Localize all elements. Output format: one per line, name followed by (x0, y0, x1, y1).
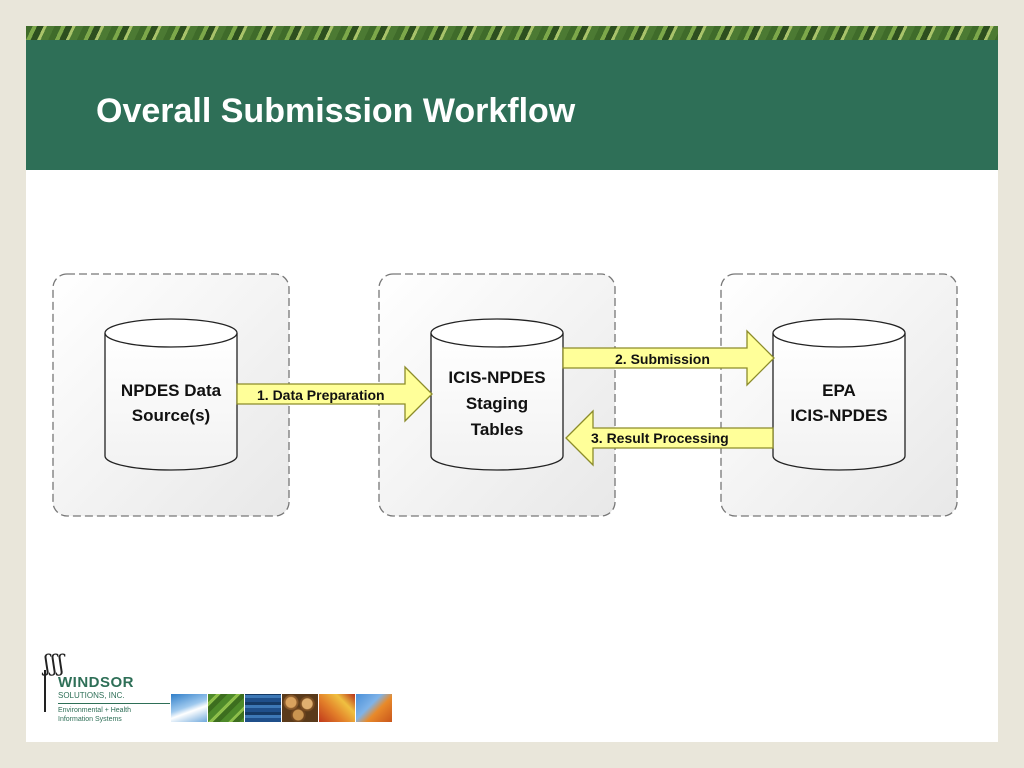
logo-tagline: Environmental + Health Information Syste… (58, 706, 168, 724)
arrow-result-processing (565, 409, 774, 467)
logo-marks: ʃʃʃ (44, 652, 65, 677)
edge-label-submission: 2. Submission (615, 351, 710, 367)
foliage-banner (26, 26, 998, 40)
title-bar (26, 40, 998, 170)
node-label-source-line1: NPDES Data (121, 381, 222, 400)
tile-sky-clouds (171, 694, 207, 722)
database-icon-staging (430, 318, 564, 471)
edge-label-result-processing: 3. Result Processing (591, 430, 729, 446)
workflow-diagram: NPDES Data Source(s) ICIS-NPDES Staging … (52, 273, 958, 517)
logo-name: WINDSOR (58, 674, 134, 691)
tile-autumn-leaves (319, 694, 355, 722)
logo-stem (44, 670, 46, 712)
tile-green-leaf (208, 694, 244, 722)
node-label-source-line2: Source(s) (132, 406, 210, 425)
slide-title: Overall Submission Workflow (96, 92, 576, 130)
slide: Overall Submission Workflow (26, 26, 998, 742)
tile-logs (282, 694, 318, 722)
arrow-submission (562, 329, 775, 387)
node-label-staging-line3: Tables (471, 420, 524, 439)
logo-divider (58, 703, 170, 704)
node-label-staging-line2: Staging (466, 394, 528, 413)
tile-sky-orange-leaves (356, 694, 392, 722)
database-icon-epa (772, 318, 906, 471)
logo-company-suffix: SOLUTIONS, INC. (58, 691, 125, 700)
logo-tagline-line1: Environmental + Health (58, 707, 131, 714)
node-label-staging-line1: ICIS-NPDES (448, 368, 545, 387)
windsor-logo: ʃʃʃ WINDSOR SOLUTIONS, INC. Environmenta… (42, 654, 172, 726)
logo-tagline-line2: Information Systems (58, 716, 122, 723)
node-label-epa-line2: ICIS-NPDES (790, 406, 887, 425)
database-icon-source (104, 318, 238, 471)
arrow-data-preparation (236, 365, 433, 423)
node-label-epa-line1: EPA (822, 381, 856, 400)
tile-water (245, 694, 281, 722)
edge-label-data-preparation: 1. Data Preparation (257, 387, 385, 403)
